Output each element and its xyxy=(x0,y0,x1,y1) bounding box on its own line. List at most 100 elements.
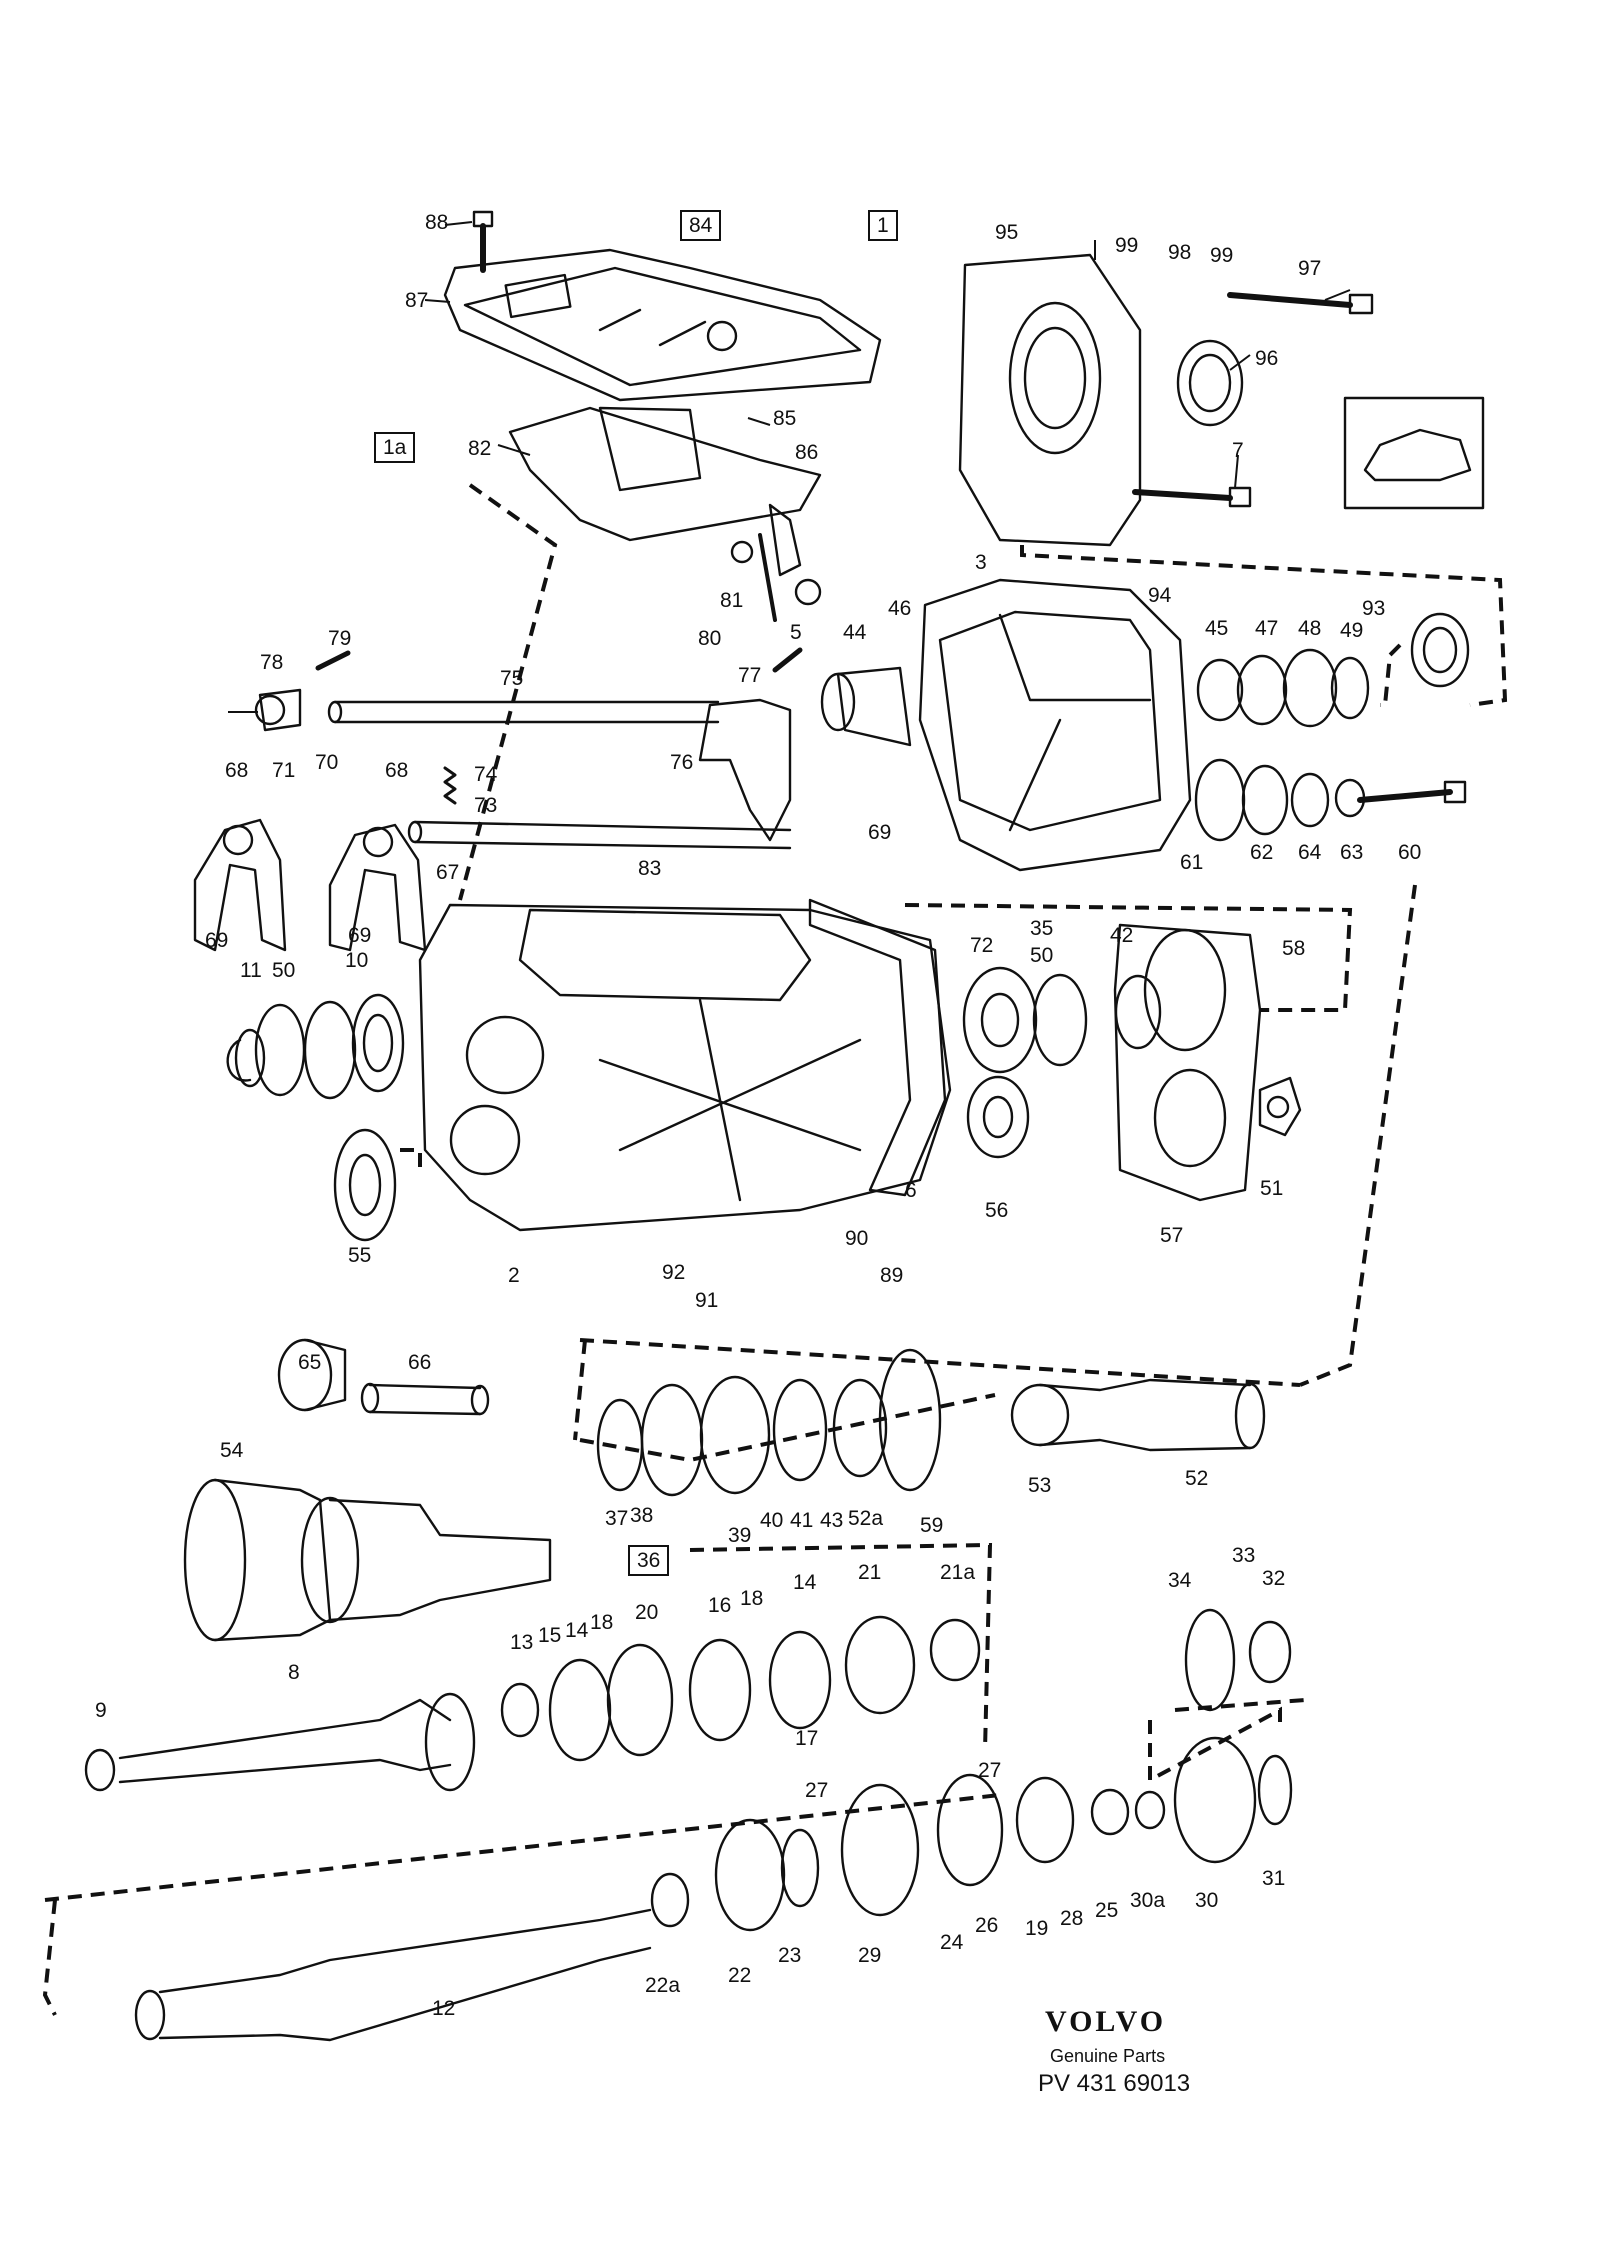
callout-88: 88 xyxy=(425,211,449,234)
callout-60: 60 xyxy=(1398,841,1422,864)
input-shaft-8 xyxy=(84,1692,476,1792)
callout-52: 52 xyxy=(1185,1467,1209,1490)
callout-84-boxed: 84 xyxy=(680,210,722,241)
selector-pin-80 xyxy=(730,503,822,622)
callout-22: 22 xyxy=(728,1964,752,1987)
callout-14-left: 14 xyxy=(565,1619,589,1642)
callout-75: 75 xyxy=(500,667,524,690)
bearing-10 xyxy=(303,993,405,1100)
callout-28: 28 xyxy=(1060,1907,1084,1930)
gear-row-middle xyxy=(500,1615,981,1762)
callout-83: 83 xyxy=(638,857,662,880)
callout-23: 23 xyxy=(778,1944,802,1967)
callout-14-right: 14 xyxy=(793,1571,817,1594)
callout-80: 80 xyxy=(698,627,722,650)
volvo-brand: VOLVO xyxy=(1045,2005,1167,2038)
callout-54: 54 xyxy=(220,1439,244,1462)
callout-1a-boxed: 1a xyxy=(374,432,416,463)
callout-30: 30 xyxy=(1195,1889,1219,1912)
callout-69-left: 69 xyxy=(205,929,229,952)
callout-57: 57 xyxy=(1160,1224,1184,1247)
callout-27-right: 27 xyxy=(978,1759,1002,1782)
callout-65: 65 xyxy=(298,1351,322,1374)
callout-92: 92 xyxy=(662,1261,686,1284)
callout-21: 21 xyxy=(858,1561,882,1584)
callout-53: 53 xyxy=(1028,1474,1052,1497)
output-gear-44 xyxy=(820,666,912,747)
top-cover-84 xyxy=(443,248,882,402)
callout-66: 66 xyxy=(408,1351,432,1374)
callout-8: 8 xyxy=(288,1661,300,1684)
callout-69-mid: 69 xyxy=(348,924,372,947)
callout-46: 46 xyxy=(888,597,912,620)
callout-12: 12 xyxy=(432,1997,456,2020)
car-thumbnail xyxy=(1343,396,1485,510)
callout-45: 45 xyxy=(1205,617,1229,640)
callout-24: 24 xyxy=(940,1931,964,1954)
callout-62: 62 xyxy=(1250,841,1274,864)
callout-26: 26 xyxy=(975,1914,999,1937)
disk-32-34 xyxy=(1184,1608,1292,1712)
callout-94: 94 xyxy=(1148,584,1172,607)
callout-41: 41 xyxy=(790,1509,814,1532)
callout-78: 78 xyxy=(260,651,284,674)
callout-96: 96 xyxy=(1255,347,1279,370)
callout-18-right: 18 xyxy=(740,1587,764,1610)
callout-25: 25 xyxy=(1095,1899,1119,1922)
callout-70: 70 xyxy=(315,751,339,774)
callout-69-right: 69 xyxy=(868,821,892,844)
callout-51: 51 xyxy=(1260,1177,1284,1200)
callout-58: 58 xyxy=(1282,937,1306,960)
bolt-60 xyxy=(1357,780,1467,804)
callout-35: 35 xyxy=(1030,917,1054,940)
washer-stack-61-64 xyxy=(1194,758,1366,842)
callout-68-right: 68 xyxy=(385,759,409,782)
callout-79: 79 xyxy=(328,627,352,650)
bolt-97 xyxy=(1227,292,1374,315)
callout-16: 16 xyxy=(708,1594,732,1617)
callout-50-right: 50 xyxy=(1030,944,1054,967)
shaft-66 xyxy=(360,1382,490,1416)
mainshaft-12 xyxy=(134,1908,652,2042)
selector-shaft-75 xyxy=(254,650,720,732)
callout-38: 38 xyxy=(630,1504,654,1527)
circlip-11 xyxy=(226,1028,266,1088)
callout-85: 85 xyxy=(773,407,797,430)
callout-29: 29 xyxy=(858,1944,882,1967)
snap-ring-50 xyxy=(254,1003,306,1097)
callout-30a: 30a xyxy=(1130,1889,1166,1912)
callout-72: 72 xyxy=(970,934,994,957)
callout-91: 91 xyxy=(695,1289,719,1312)
gear-row-lower xyxy=(650,1736,1293,1932)
part-number: PV 431 69013 xyxy=(1038,2070,1191,2097)
callout-9: 9 xyxy=(95,1699,107,1722)
bearing-35 xyxy=(962,966,1088,1074)
mainshaft-upper-assembly xyxy=(596,1348,1266,1497)
callout-15: 15 xyxy=(538,1624,562,1647)
callout-61: 61 xyxy=(1180,851,1204,874)
callout-7: 7 xyxy=(1232,439,1244,462)
bearing-stack-45-49 xyxy=(1196,648,1370,728)
callout-52a: 52a xyxy=(848,1507,884,1530)
callout-97: 97 xyxy=(1298,257,1322,280)
callout-55: 55 xyxy=(348,1244,372,1267)
callout-49: 49 xyxy=(1340,619,1364,642)
callout-18-left: 18 xyxy=(590,1611,614,1634)
callout-86: 86 xyxy=(795,441,819,464)
shift-fork-76 xyxy=(698,647,803,842)
callout-90: 90 xyxy=(845,1227,869,1250)
callout-99-left: 99 xyxy=(1115,234,1139,257)
callout-3: 3 xyxy=(975,551,987,574)
callout-5: 5 xyxy=(790,621,802,644)
callout-33: 33 xyxy=(1232,1544,1256,1567)
selector-shaft-67 xyxy=(407,820,792,850)
shift-fork-68-right xyxy=(328,823,427,952)
callout-87: 87 xyxy=(405,289,429,312)
bolt-7 xyxy=(1132,486,1252,508)
rear-cover-95 xyxy=(958,253,1142,547)
rear-housing-3 xyxy=(918,578,1192,872)
callout-99-right: 99 xyxy=(1210,244,1234,267)
callout-10: 10 xyxy=(345,949,369,972)
seal-42 xyxy=(1114,974,1162,1050)
callout-67: 67 xyxy=(436,861,460,884)
